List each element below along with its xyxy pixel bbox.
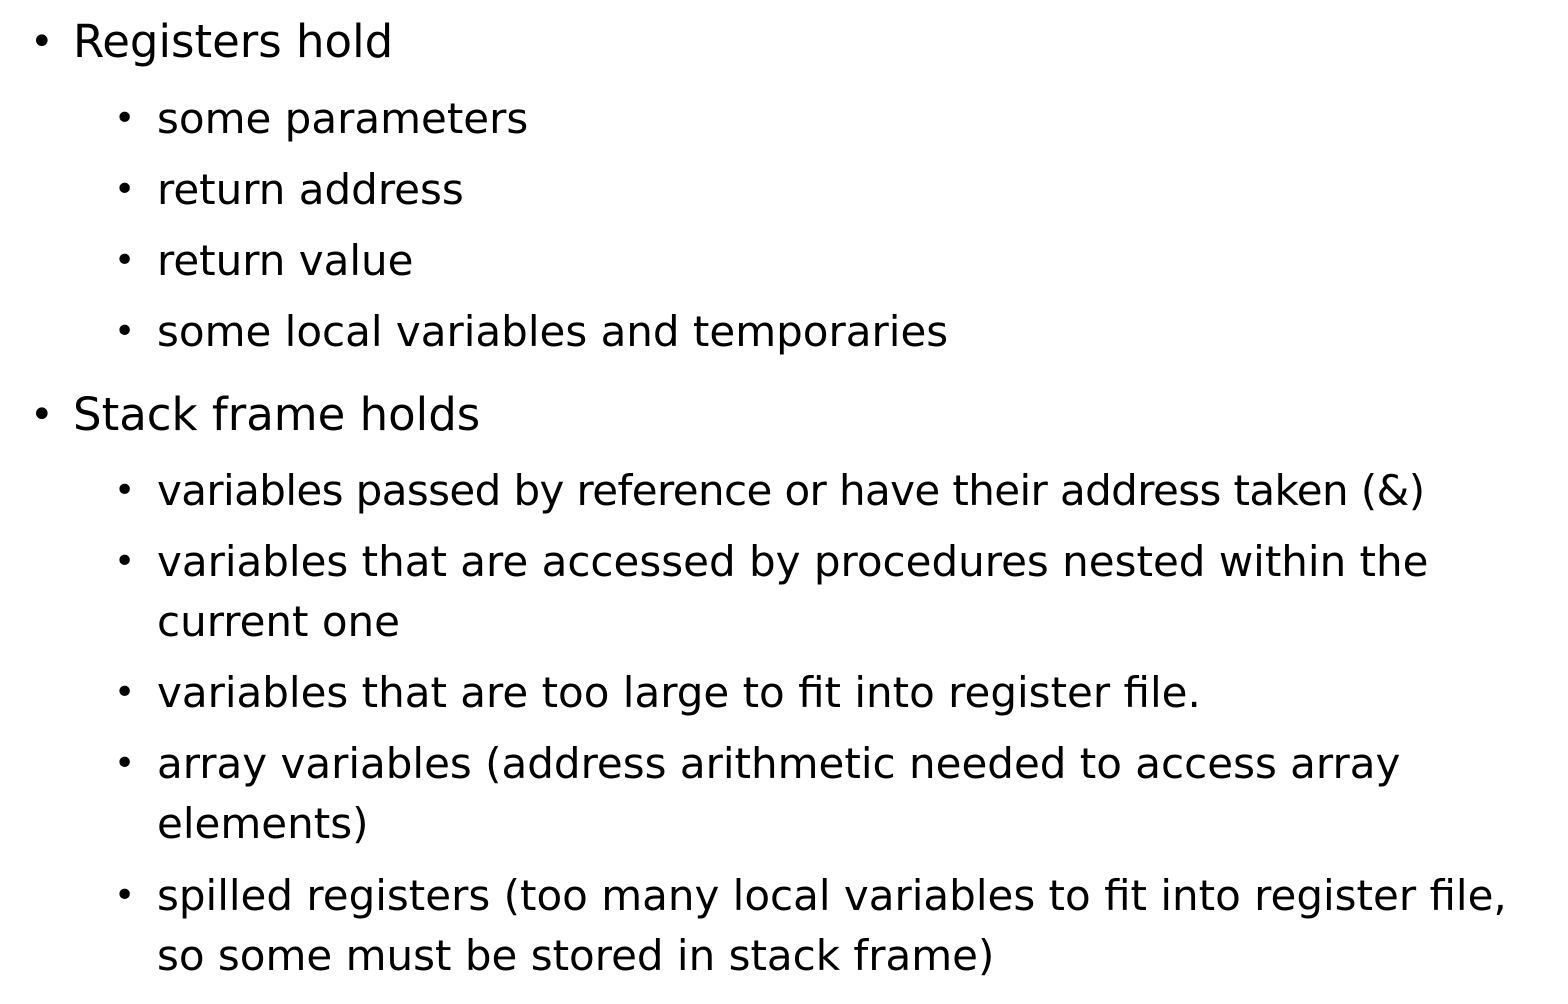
- bullet-icon: •: [114, 311, 136, 352]
- section-stack-frame-heading: • Stack frame holds: [0, 387, 1568, 443]
- bullet-icon: •: [114, 169, 136, 210]
- list-item-text: variables that are accessed by procedure…: [157, 537, 1429, 646]
- list-item: • some parameters: [0, 89, 1557, 149]
- list-item: • some local variables and temporaries: [0, 302, 1557, 362]
- bullet-icon: •: [114, 240, 136, 281]
- bullet-icon: •: [30, 19, 54, 65]
- bullet-icon: •: [114, 470, 135, 511]
- list-item: • variables passed by reference or have …: [0, 461, 1568, 521]
- list-item-text: array variables (address arithmetic need…: [157, 739, 1401, 848]
- heading-text: Registers hold: [73, 15, 394, 68]
- list-item-text: variables that are too large to fit into…: [157, 668, 1201, 717]
- section-registers-heading: • Registers hold: [0, 14, 1568, 70]
- heading-text: Stack frame holds: [73, 388, 481, 441]
- list-item: • array variables (address arithmetic ne…: [0, 734, 1487, 854]
- bullet-icon: •: [114, 743, 136, 784]
- list-item-text: spilled registers (too many local variab…: [157, 871, 1507, 980]
- list-item: • return value: [0, 231, 1557, 291]
- list-item-text: return address: [157, 165, 464, 214]
- bullet-icon: •: [114, 672, 136, 713]
- list-item: • variables that are accessed by procedu…: [0, 532, 1517, 652]
- list-item-text: some parameters: [157, 94, 529, 143]
- bullet-icon: •: [114, 875, 136, 916]
- list-item-text: return value: [157, 236, 414, 285]
- bullet-icon: •: [30, 392, 54, 438]
- list-item-text: some local variables and temporaries: [157, 307, 949, 356]
- bullet-icon: •: [114, 541, 136, 582]
- list-item: • spilled registers (too many local vari…: [0, 866, 1517, 986]
- list-item: • variables that are too large to fit in…: [0, 663, 1557, 723]
- list-item: • return address: [0, 160, 1557, 220]
- bullet-icon: •: [114, 98, 136, 139]
- list-item-text: variables passed by reference or have th…: [157, 466, 1425, 515]
